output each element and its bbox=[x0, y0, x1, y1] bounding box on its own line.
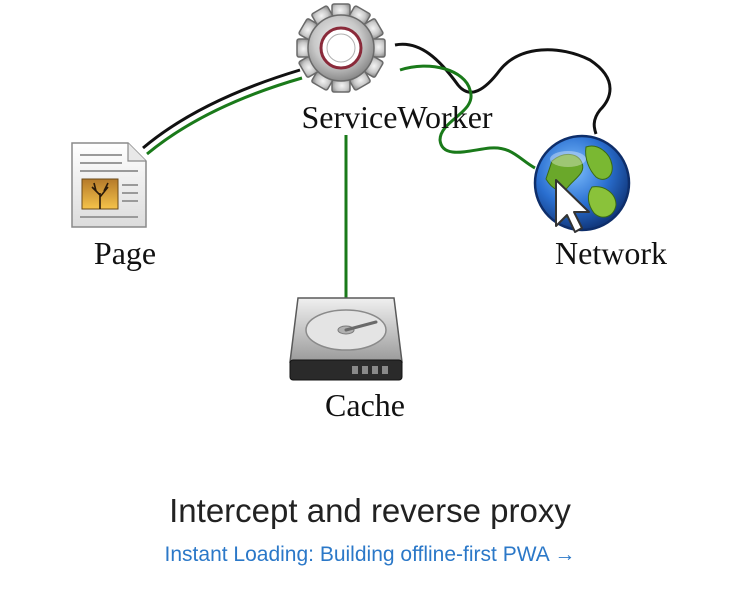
caption-title: Intercept and reverse proxy bbox=[169, 492, 571, 529]
cursor-icon bbox=[555, 179, 590, 233]
page-sw-intercept-line bbox=[146, 76, 303, 156]
globe-icon bbox=[533, 134, 631, 232]
document-icon bbox=[71, 142, 147, 228]
hard-drive-icon bbox=[289, 297, 403, 381]
connections bbox=[142, 42, 612, 298]
cache-label: Cache bbox=[325, 387, 405, 423]
sw-network-request-line bbox=[394, 42, 612, 135]
service-worker-diagram: ServiceWorker Page Network bbox=[71, 3, 667, 423]
page-label: Page bbox=[94, 235, 156, 271]
sw-network-intercept-line bbox=[399, 64, 536, 170]
network-label: Network bbox=[555, 235, 667, 271]
instant-loading-link[interactable]: Instant Loading: Building offline-first … bbox=[164, 543, 576, 566]
service-worker-label: ServiceWorker bbox=[301, 99, 492, 135]
gear-icon bbox=[296, 3, 386, 93]
page-sw-request-line bbox=[142, 68, 301, 150]
